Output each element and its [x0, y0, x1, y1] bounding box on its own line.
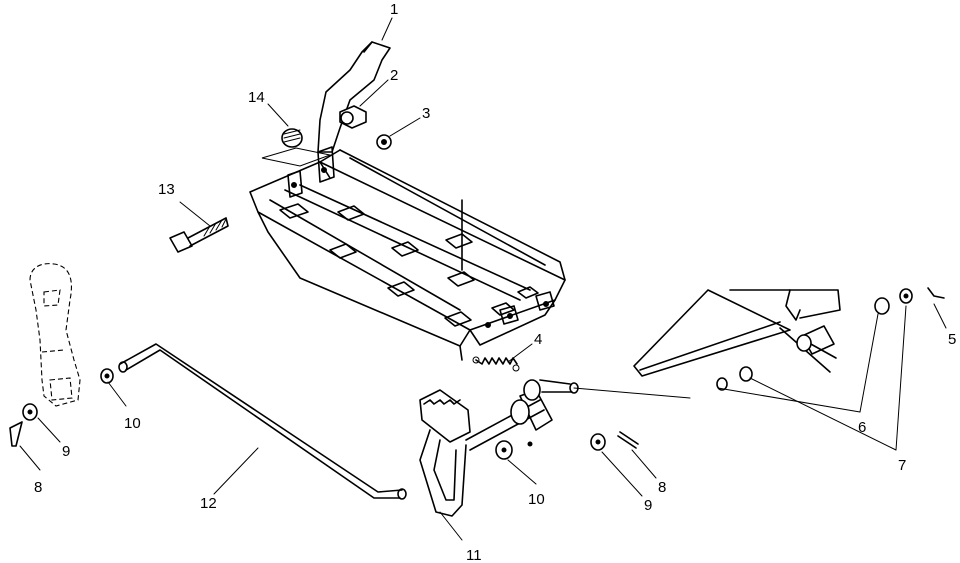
callout-6: 6: [858, 419, 866, 436]
callout-8-right: 8: [658, 479, 666, 496]
middle-hardware: [495, 431, 639, 460]
callout-14: 14: [248, 89, 265, 106]
callout-1: 1: [390, 1, 398, 18]
callout-2: 2: [390, 67, 398, 84]
small-spring: [472, 356, 520, 372]
callout-8-left: 8: [34, 479, 42, 496]
callout-labels: 1 2 3 4 5 6 7 8 8 9 9 10 10 11 12 13 14: [34, 1, 956, 563]
rod: [118, 343, 407, 500]
left-hardware: [9, 368, 114, 447]
callout-10-right: 10: [528, 491, 545, 508]
callout-9-right: 9: [644, 497, 652, 514]
ghost-pedal-outline: [29, 263, 81, 407]
leader-lines: [19, 17, 947, 541]
pedal: [419, 379, 579, 517]
brake-arm: [317, 41, 391, 153]
callout-4: 4: [534, 331, 542, 348]
bolt: [169, 217, 229, 253]
callout-10-left: 10: [124, 415, 141, 432]
right-bracket: [633, 287, 945, 391]
nut: [376, 134, 392, 150]
callout-7: 7: [898, 457, 906, 474]
callout-9-left: 9: [62, 443, 70, 460]
callout-12: 12: [200, 495, 217, 512]
running-board: [249, 146, 566, 361]
callout-5: 5: [948, 331, 956, 348]
callout-3: 3: [422, 105, 430, 122]
callout-11: 11: [466, 547, 482, 563]
callout-13: 13: [158, 181, 175, 198]
bushing: [339, 105, 367, 129]
spring: [261, 128, 332, 167]
